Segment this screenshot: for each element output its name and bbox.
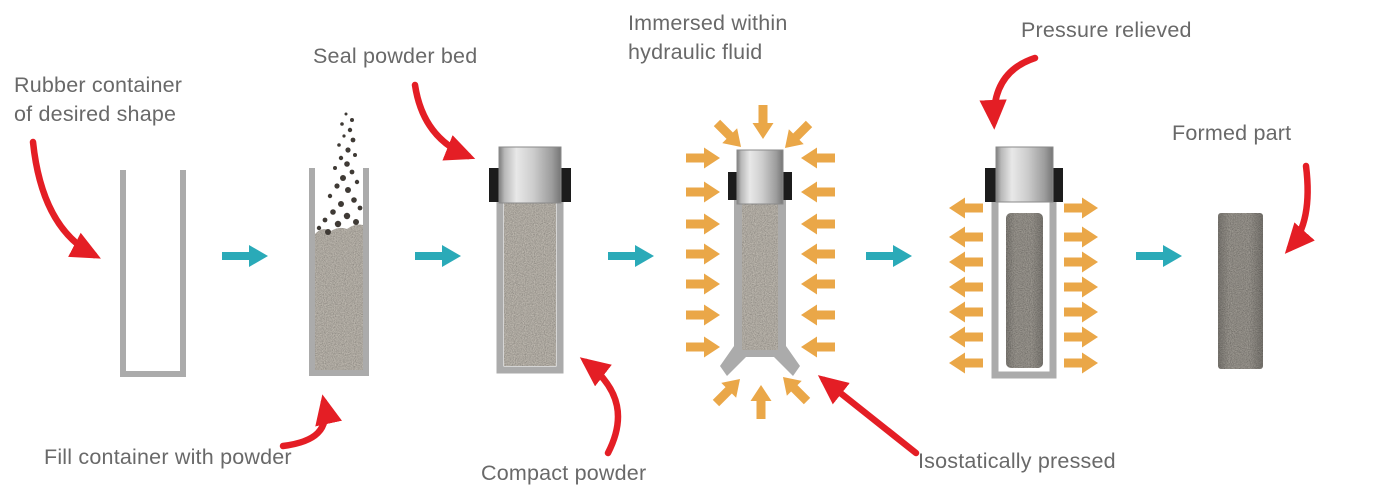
flow-arrow-icon bbox=[1136, 245, 1182, 267]
clamp-icon bbox=[728, 172, 738, 200]
annotation-arrow-fill-container bbox=[279, 394, 342, 450]
metal-plug-icon bbox=[995, 146, 1054, 203]
clamp-icon bbox=[782, 172, 792, 200]
rubber-container-label: Rubber container of desired shape bbox=[14, 73, 183, 126]
formed-part-label: Formed part bbox=[1172, 121, 1292, 145]
compact-powder-label: Compact powder bbox=[481, 461, 647, 485]
container-pressed-in-hydraulic-fluid-icon bbox=[686, 105, 835, 419]
compacted-powder-icon bbox=[1006, 213, 1043, 368]
flow-arrow-icon bbox=[415, 245, 461, 267]
flow-arrow-icon bbox=[222, 245, 268, 267]
clamp-icon bbox=[560, 168, 571, 202]
flow-arrow-icon bbox=[608, 245, 654, 267]
annotation-arrow-seal-powder-bed bbox=[411, 81, 476, 161]
immersed-label: Immersed within hydraulic fluid bbox=[628, 11, 788, 64]
annotation-arrow-rubber-container bbox=[29, 138, 101, 259]
flow-arrow-icon bbox=[866, 245, 912, 267]
clamp-icon bbox=[489, 168, 500, 202]
empty-rubber-container-icon bbox=[120, 170, 186, 377]
formed-compact-part-icon bbox=[1218, 213, 1263, 369]
metal-plug-icon bbox=[498, 146, 562, 204]
clamp-icon bbox=[1052, 168, 1063, 202]
annotation-arrow-pressure-relieved bbox=[979, 54, 1039, 130]
container-filling-with-powder-icon bbox=[309, 112, 369, 376]
pressure-relieved-label: Pressure relieved bbox=[1021, 18, 1192, 42]
annotation-arrow-compact-powder bbox=[579, 357, 622, 457]
clamp-icon bbox=[985, 168, 996, 202]
seal-powder-bed-label: Seal powder bed bbox=[313, 44, 478, 68]
container-pressure-released-icon bbox=[949, 146, 1098, 379]
annotation-arrow-formed-part bbox=[1284, 162, 1315, 254]
annotation-arrow-isostatically-pressed bbox=[817, 375, 920, 457]
fill-container-label: Fill container with powder bbox=[44, 445, 292, 469]
metal-plug-icon bbox=[736, 149, 784, 205]
isostatically-pressed-label: Isostatically pressed bbox=[918, 449, 1116, 473]
falling-powder-dots bbox=[316, 112, 363, 235]
sealed-powder-container-icon bbox=[489, 146, 571, 374]
